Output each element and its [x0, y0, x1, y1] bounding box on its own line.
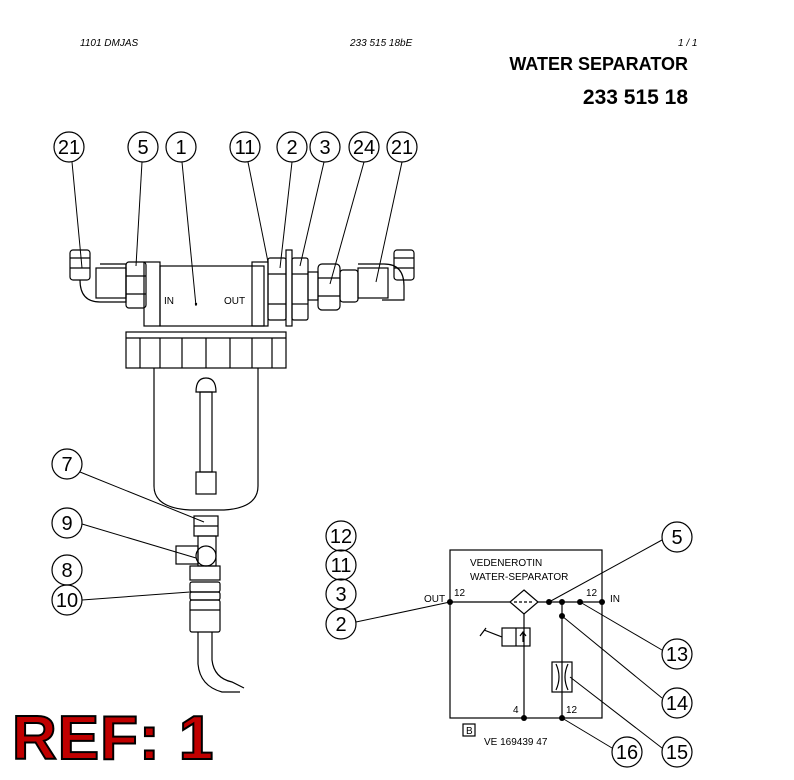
callout-10: 10 — [56, 590, 78, 612]
callout-24: 24 — [353, 137, 375, 159]
callout-1: 1 — [175, 137, 186, 159]
drawing-title: WATER SEPARATOR — [509, 54, 688, 74]
schematic-code: VE 169439 47 — [484, 737, 548, 748]
body-in-label: IN — [164, 296, 174, 307]
callout-12: 12 — [330, 526, 352, 548]
callout-21-right: 21 — [391, 137, 413, 159]
header-center-code: 233 515 18bE — [350, 38, 413, 49]
leader-lines-top — [71, 161, 403, 601]
schematic-in-label: IN — [610, 594, 620, 605]
callout-5-top: 5 — [137, 137, 148, 159]
schematic-port-bottom-left: 4 — [513, 705, 519, 716]
callout-7: 7 — [61, 454, 72, 476]
header-left-code: 1101 DMJAS — [80, 38, 139, 49]
body-out-label: OUT — [224, 296, 245, 307]
schematic-port-bottom-right: 12 — [566, 705, 578, 716]
callout-2-schematic: 2 — [335, 614, 346, 636]
callout-21-left: 21 — [58, 137, 80, 159]
callout-13: 13 — [666, 644, 688, 666]
schematic-port-in-size: 12 — [586, 588, 598, 599]
part-number: 233 515 18 — [582, 86, 688, 109]
callout-8: 8 — [61, 560, 72, 582]
callout-14: 14 — [666, 693, 688, 715]
leader-lines-schematic — [355, 539, 663, 749]
schematic-junction-dots — [447, 599, 605, 721]
callout-11-schematic: 11 — [331, 555, 352, 577]
callout-11-top: 11 — [235, 137, 256, 159]
schematic-port-out-size: 12 — [454, 588, 466, 599]
schematic-title-fi: VEDENEROTIN — [470, 558, 542, 569]
callout-3-top: 3 — [319, 137, 330, 159]
callout-5-schematic: 5 — [671, 527, 682, 549]
callout-16: 16 — [616, 742, 638, 764]
header-page-number: 1 / 1 — [678, 38, 698, 49]
callout-2-top: 2 — [286, 137, 297, 159]
separator-assembly — [69, 249, 415, 693]
callouts-schematic — [325, 520, 693, 768]
schematic-box-letter: B — [466, 726, 473, 737]
schematic-out-label: OUT — [424, 594, 445, 605]
callout-9: 9 — [61, 513, 72, 535]
schematic-title-en: WATER-SEPARATOR — [470, 572, 568, 583]
callout-15: 15 — [666, 742, 688, 764]
callouts-top — [51, 131, 418, 616]
ref-label: REF: 1 — [11, 704, 215, 773]
callout-3-schematic: 3 — [335, 584, 346, 606]
